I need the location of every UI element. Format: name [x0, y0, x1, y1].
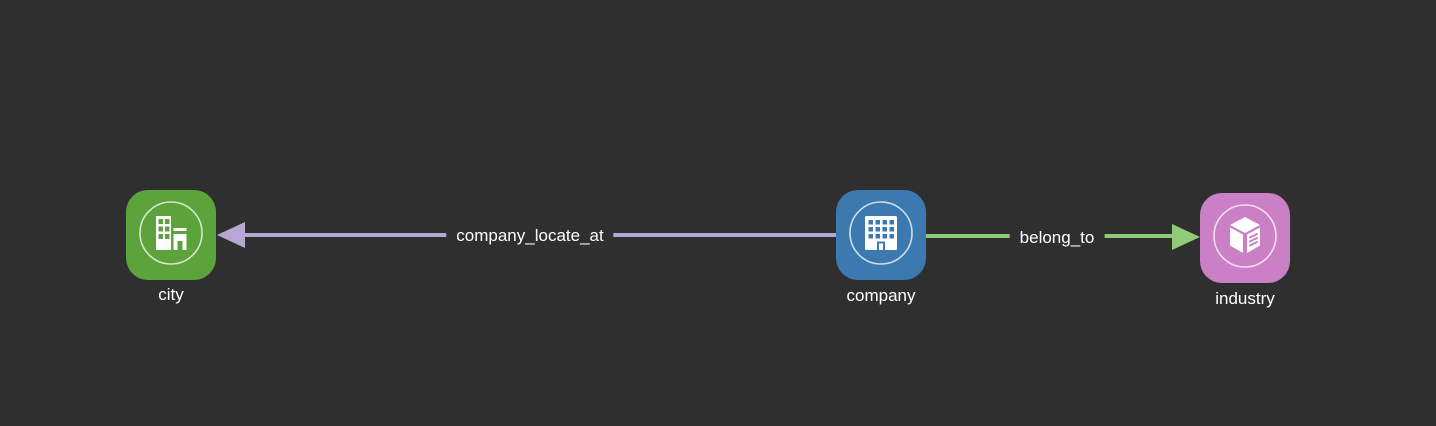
- arrowhead-right-icon: [1172, 224, 1200, 250]
- arrowhead-left-icon: [217, 222, 245, 248]
- node-company[interactable]: [836, 190, 926, 280]
- node-label-industry: industry: [1215, 289, 1275, 308]
- industry-box-icon: [1212, 203, 1278, 274]
- office-building-icon: [848, 200, 914, 271]
- edge-label-company-locate-at[interactable]: company_locate_at: [446, 225, 614, 247]
- node-label-company: company: [846, 286, 916, 305]
- node-city[interactable]: [126, 190, 216, 280]
- edge-label-belong-to[interactable]: belong_to: [1009, 227, 1105, 249]
- node-industry[interactable]: [1200, 193, 1290, 283]
- city-buildings-icon: [138, 200, 204, 271]
- node-label-city: city: [158, 285, 184, 304]
